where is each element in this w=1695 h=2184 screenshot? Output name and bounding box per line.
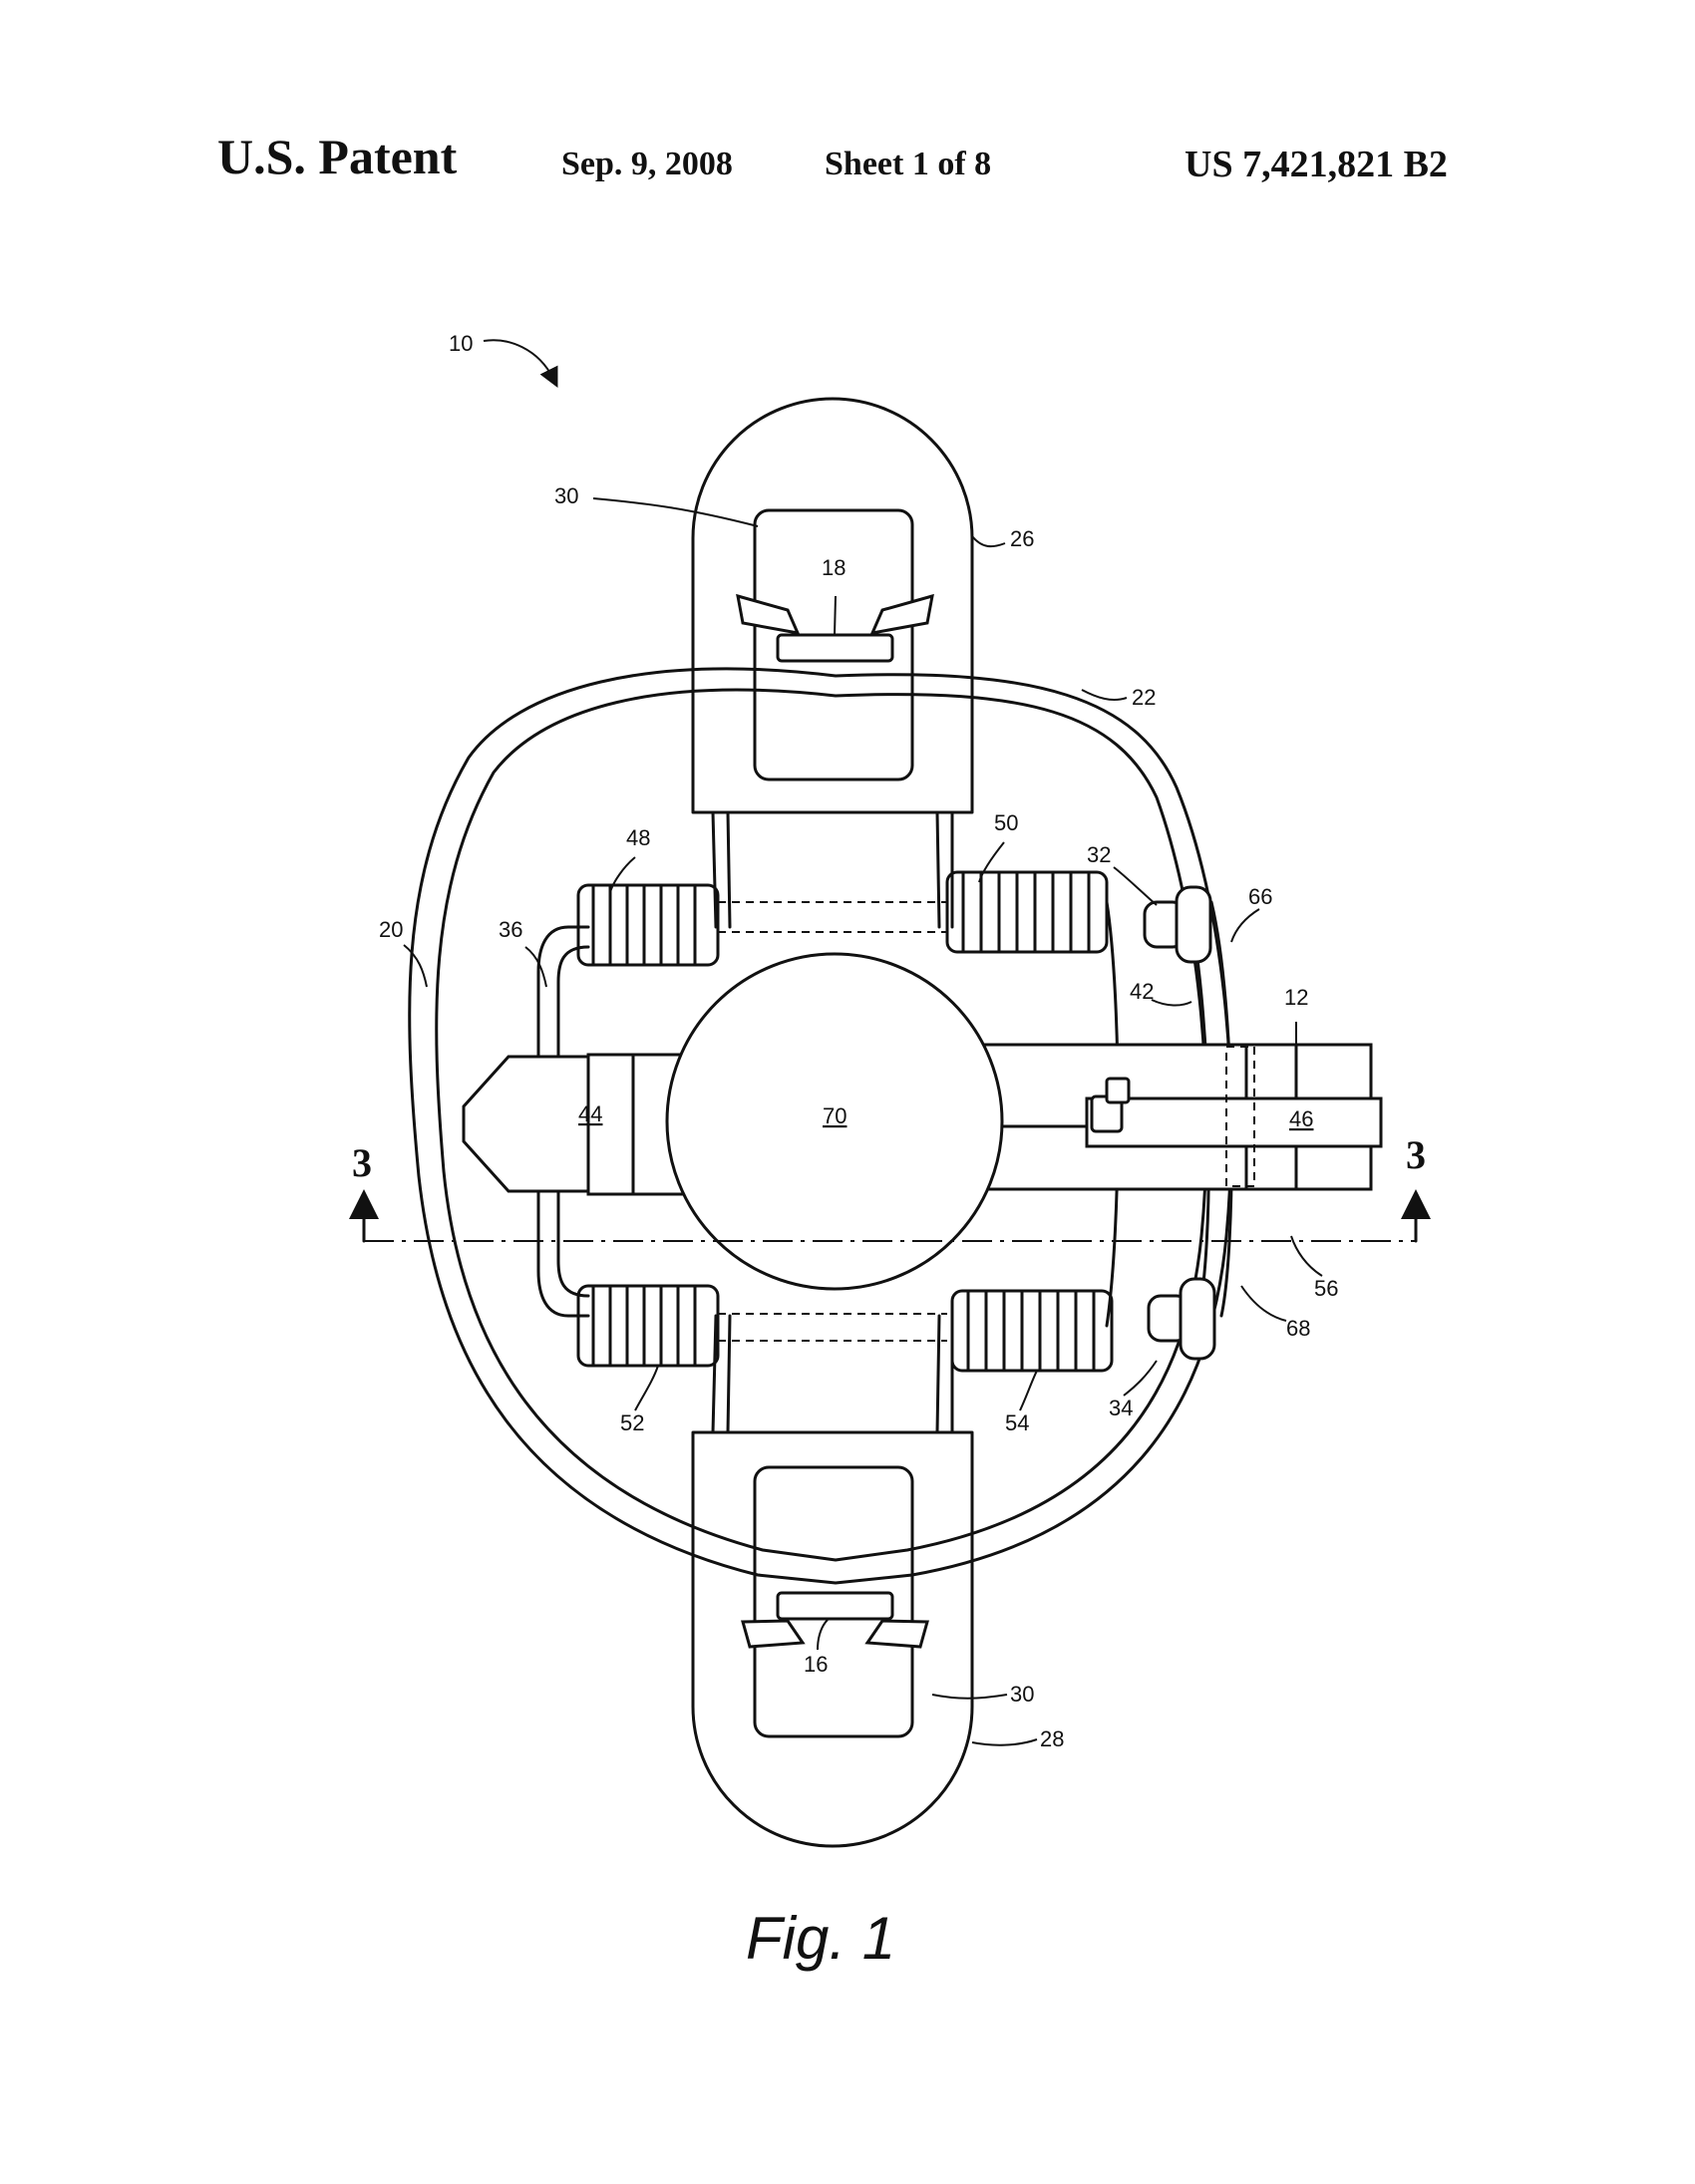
patent-number: US 7,421,821 B2	[1185, 144, 1448, 185]
label-46: 46	[1289, 1106, 1313, 1131]
outer-loop	[408, 667, 1233, 1585]
label-32: 32	[1087, 842, 1111, 867]
patent-title: U.S. Patent	[217, 129, 458, 184]
section-mark-left: 3	[352, 1140, 372, 1185]
label-22: 22	[1132, 685, 1156, 710]
sheet-number: Sheet 1 of 8	[825, 146, 992, 182]
label-10: 10	[449, 331, 473, 356]
label-30-top: 30	[554, 483, 578, 508]
label-20: 20	[379, 917, 403, 942]
section-mark-right: 3	[1406, 1132, 1426, 1177]
spring-54	[950, 1289, 1114, 1373]
label-54: 54	[1005, 1410, 1029, 1435]
label-48: 48	[626, 825, 650, 850]
leader-lines	[403, 339, 1323, 1746]
spring-48	[576, 883, 720, 967]
label-52: 52	[620, 1410, 644, 1435]
stop-32	[1143, 885, 1212, 964]
label-12: 12	[1284, 985, 1308, 1010]
spring-50	[945, 870, 1109, 954]
label-34: 34	[1109, 1396, 1133, 1420]
reference-labels: 10 30 26 18 22 48 50 32 66 20 36 42 12 4…	[379, 331, 1338, 1751]
label-30-bottom: 30	[1010, 1682, 1034, 1707]
top-clip	[736, 593, 934, 663]
spring-52	[576, 1284, 720, 1368]
label-26: 26	[1010, 526, 1034, 551]
stop-34	[1147, 1277, 1216, 1361]
patent-date: Sep. 9, 2008	[561, 146, 733, 182]
spring-rods	[711, 810, 954, 1434]
label-18: 18	[822, 555, 846, 580]
label-66: 66	[1248, 884, 1272, 909]
label-28: 28	[1040, 1726, 1064, 1751]
section-line: 3 3	[349, 1132, 1431, 1243]
top-plate	[691, 397, 974, 814]
label-36: 36	[499, 917, 522, 942]
label-16: 16	[804, 1652, 828, 1677]
bottom-plate	[691, 1430, 974, 1848]
label-68: 68	[1286, 1316, 1310, 1341]
bottom-clip	[741, 1591, 929, 1649]
figure-caption: Fig. 1	[746, 1905, 895, 1972]
label-50: 50	[994, 810, 1018, 835]
central-hub	[665, 952, 1004, 1291]
label-70: 70	[823, 1103, 847, 1128]
label-44: 44	[578, 1101, 602, 1126]
label-42: 42	[1130, 979, 1154, 1004]
label-56: 56	[1314, 1276, 1338, 1301]
